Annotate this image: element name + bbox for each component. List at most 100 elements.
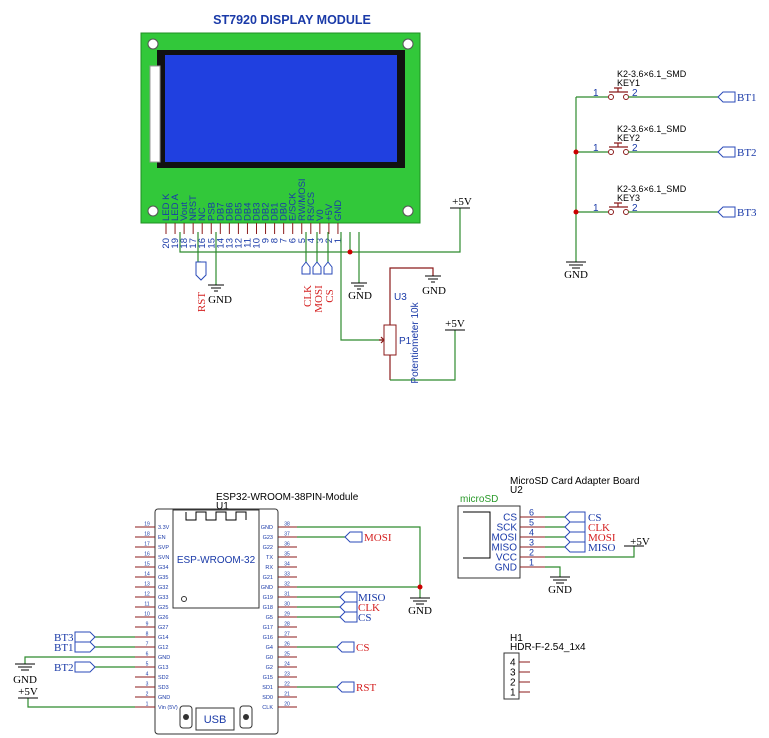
- junction: [417, 584, 423, 590]
- esp-pin-name: G21: [263, 575, 273, 581]
- lcd-pin-number: 9: [261, 238, 272, 243]
- sd-ref: U2: [510, 485, 523, 496]
- esp-pin-name: GND: [158, 695, 170, 701]
- boot-button-dot: [183, 714, 189, 720]
- esp-shield: [172, 509, 260, 609]
- h1-ref: H1: [510, 633, 523, 644]
- esp-pin-name: SD0: [262, 695, 273, 701]
- esp-pin-number: 3: [146, 682, 149, 688]
- pot-ref: U3: [394, 292, 407, 303]
- microsd-module: MicroSD Card Adapter Board U2 microSD 6C…: [457, 476, 650, 596]
- esp-pin-name: G25: [158, 605, 168, 611]
- sd-pin-name: SCK: [496, 523, 517, 534]
- esp-pin-number: 7: [146, 642, 149, 648]
- key-net-label: BT1: [737, 92, 757, 104]
- key-actuator: [609, 202, 628, 208]
- sd-pin-number: 2: [529, 548, 534, 558]
- net-label-bt3: BT3: [54, 632, 74, 644]
- lcd-screen: [165, 55, 397, 162]
- esp-pin-number: 32: [284, 582, 290, 588]
- key-actuator: [609, 87, 628, 93]
- h1-pin-number: 2: [510, 678, 516, 689]
- net-port: [564, 521, 586, 533]
- lcd-pin-number: 10: [252, 238, 263, 249]
- sd-name: microSD: [460, 494, 498, 505]
- lcd-wiring: +5V RST GND CLK MOSI CS GND: [179, 196, 472, 341]
- key-contact: [623, 94, 629, 100]
- lcd-pin-name: DB2: [261, 203, 272, 221]
- sd-net-label: CS: [588, 512, 601, 524]
- esp-pin-number: 19: [144, 522, 150, 528]
- esp-pin-number: 30: [284, 602, 290, 608]
- esp-pin-name: G0: [266, 655, 273, 661]
- lcd-pin-number: 16: [197, 238, 208, 249]
- lcd-pin-number: 14: [215, 238, 226, 249]
- net-port-rst: [195, 261, 207, 281]
- lcd-pin-name: LED A: [170, 193, 181, 221]
- key-part: K2-3.6×6.1_SMD: [617, 69, 687, 79]
- junction: [573, 149, 579, 155]
- pot-gnd-label: GND: [422, 285, 446, 297]
- net-port-bt3: [74, 631, 96, 643]
- net-port-rst: [336, 681, 355, 693]
- net-port: [564, 531, 586, 543]
- lcd-pin-number: 19: [170, 238, 181, 249]
- esp-title: ESP32-WROOM-38PIN-Module: [216, 492, 359, 503]
- net-port-mosi: [344, 531, 363, 543]
- esp-pin-name: GND: [261, 525, 273, 531]
- vin-label: +5V: [18, 686, 38, 698]
- esp-pin-number: 34: [284, 562, 290, 568]
- lcd-pin-number: 13: [224, 238, 235, 249]
- sd-gnd-label: GND: [548, 584, 572, 596]
- key-contact: [608, 209, 614, 215]
- net-port: [564, 511, 586, 523]
- esp-pin-number: 27: [284, 632, 290, 638]
- key-ref: KEY1: [617, 78, 640, 88]
- keys-gnd-label: GND: [564, 269, 588, 281]
- gnd-label-left: GND: [13, 674, 37, 686]
- net-label-cs: CS: [324, 289, 336, 302]
- esp-pin-number: 16: [144, 552, 150, 558]
- lcd-pin-name: DB7: [215, 203, 226, 221]
- esp-pin-number: 20: [284, 702, 290, 708]
- key-pin2: 2: [632, 203, 638, 214]
- esp-pin-number: 29: [284, 612, 290, 618]
- esp-pin-number: 25: [284, 652, 290, 658]
- key-pin1: 1: [593, 203, 599, 214]
- lcd-pin-number: 8: [270, 238, 281, 243]
- gnd-label: GND: [348, 290, 372, 302]
- sd-pin-number: 4: [529, 528, 534, 538]
- wire-pot-vcc: [390, 330, 456, 381]
- wire-gnd: [297, 526, 421, 598]
- lcd-pin-number: 17: [188, 238, 199, 249]
- esp-pin-number: 9: [146, 622, 149, 628]
- lcd-pin-name: DB6: [224, 203, 235, 221]
- lcd-pin-name: NC: [197, 207, 208, 221]
- key-pin1: 1: [593, 143, 599, 154]
- lcd-pin-name: DB0: [279, 203, 290, 221]
- net-label-rst: RST: [196, 292, 208, 312]
- lcd-pin-number: 18: [179, 238, 190, 249]
- net-port: [717, 206, 736, 218]
- esp-pin-name: G34: [158, 565, 168, 571]
- key-net-label: BT2: [737, 147, 757, 159]
- net-label-clk: CLK: [358, 602, 380, 614]
- potentiometer: GND +5V U3 P1 Potentiometer 10k: [379, 267, 465, 384]
- esp-pin-name: GND: [158, 655, 170, 661]
- sd-pin-name: MISO: [491, 543, 517, 554]
- key-pin1: 1: [593, 88, 599, 99]
- wire-sd-gnd: [545, 566, 561, 577]
- wire-gnd-left: [24, 656, 135, 664]
- lcd-pin-number: 12: [233, 238, 244, 249]
- net-label-mosi: MOSI: [364, 532, 392, 544]
- esp-pin-number: 31: [284, 592, 290, 598]
- key-pin2: 2: [632, 143, 638, 154]
- esp-pin-name: G32: [158, 585, 168, 591]
- esp-pin-name: CLK: [262, 705, 273, 711]
- key-actuator: [609, 142, 628, 148]
- esp-pin-number: 33: [284, 572, 290, 578]
